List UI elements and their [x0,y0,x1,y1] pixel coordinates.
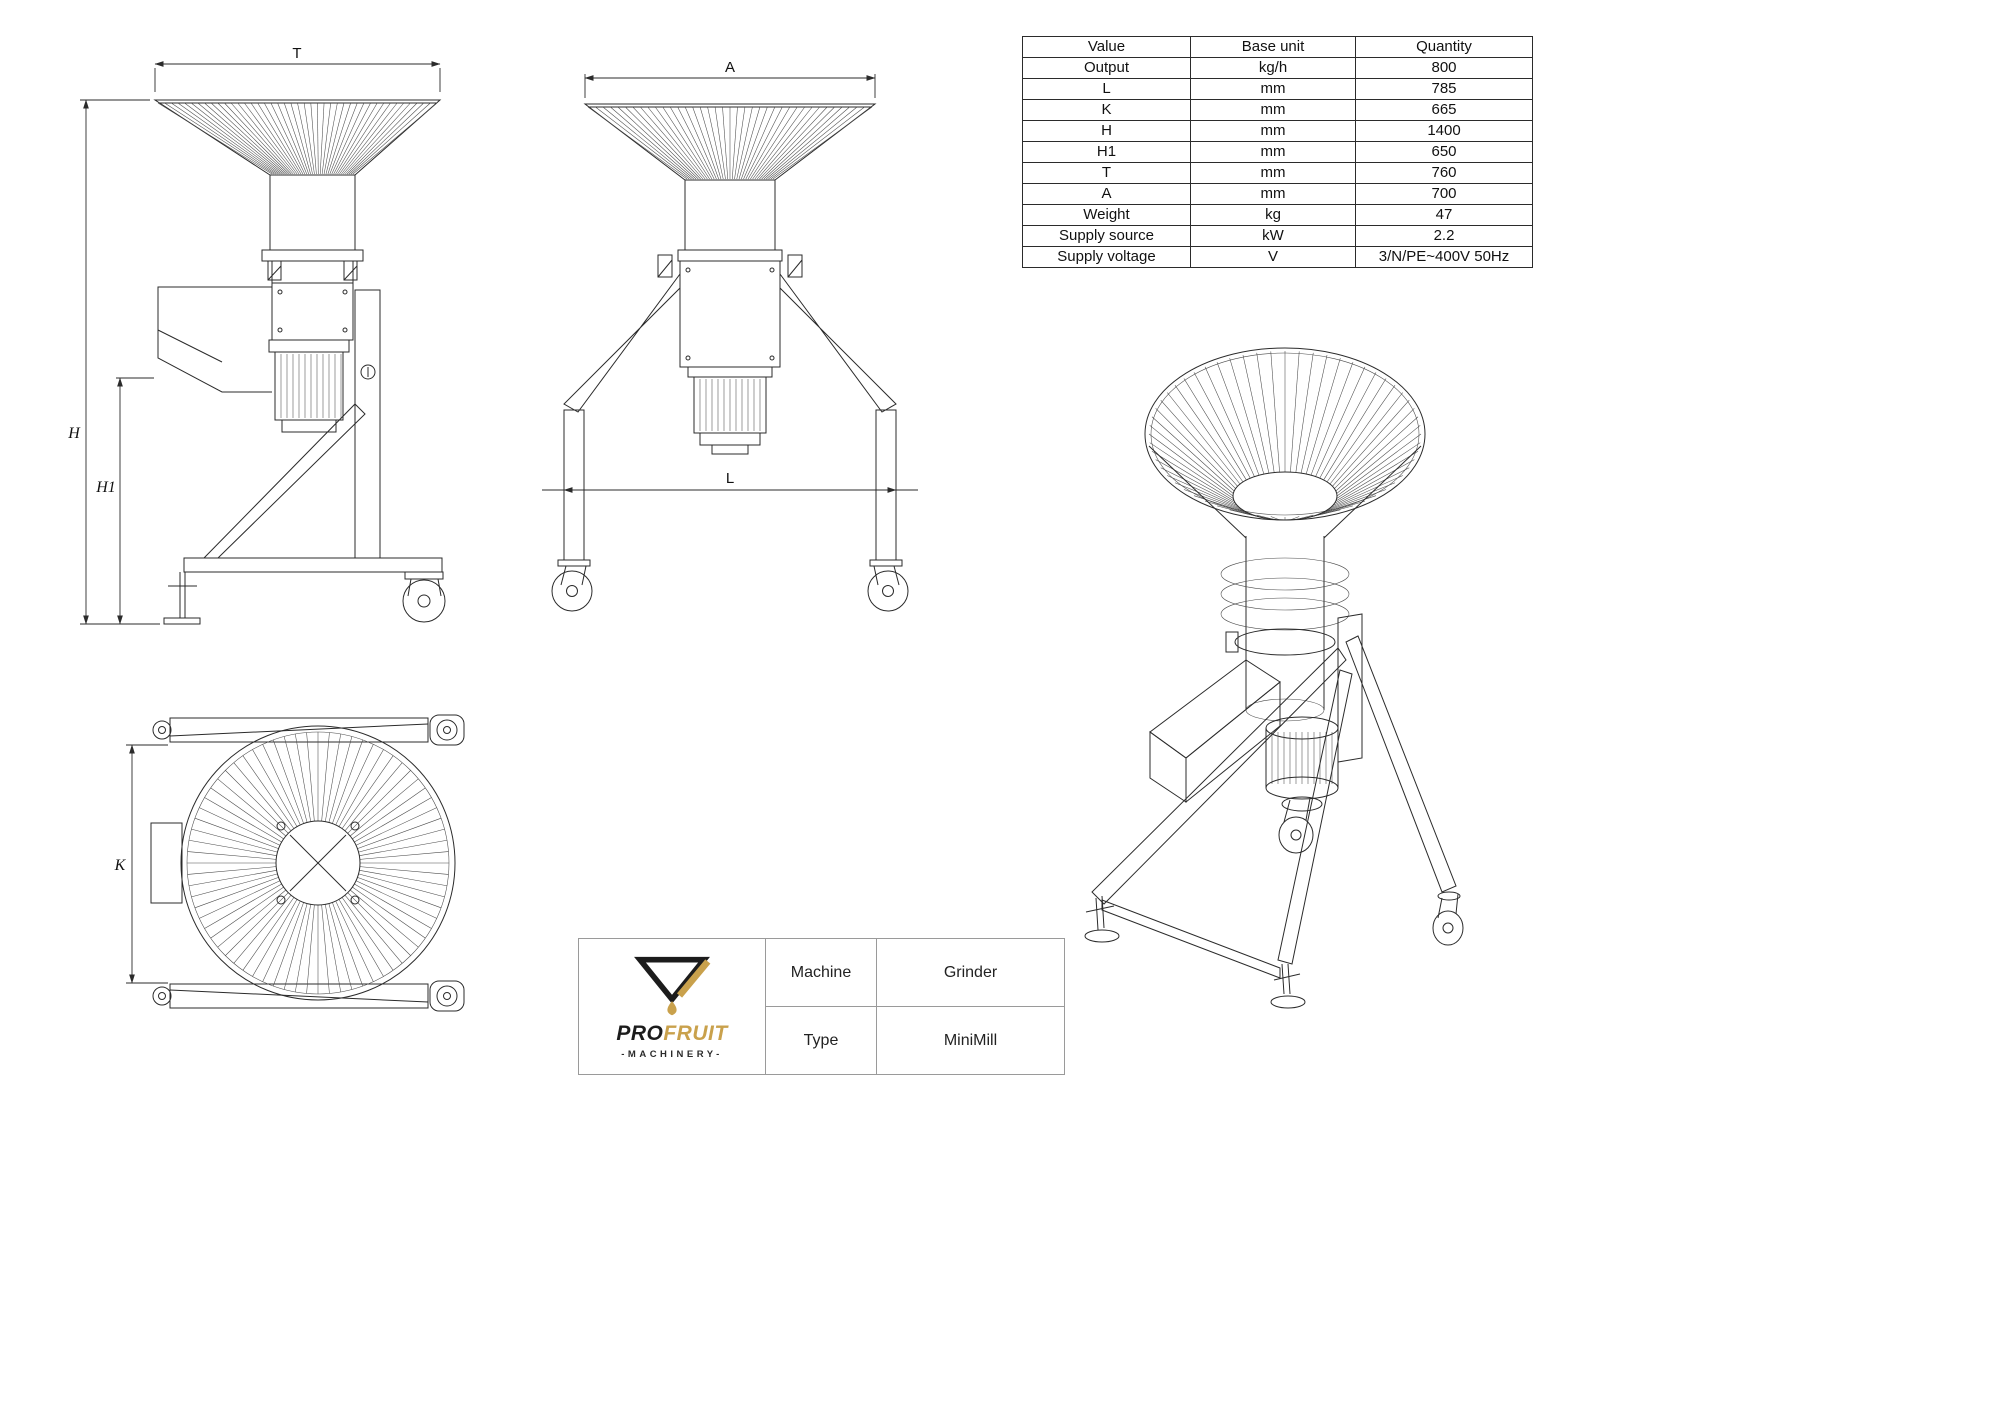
top-view-drawing: K [114,714,465,1012]
spec-header-row: Value Base unit Quantity [1022,36,1533,58]
spec-row-supply-voltage: Supply voltage V 3/N/PE~400V 50Hz [1022,246,1533,268]
side-motor [687,366,773,455]
title-block: PROFRUIT -MACHINERY- Machine Grinder Typ… [578,938,1065,1075]
title-block-value-type: MiniMill [877,1007,1064,1074]
front-frame [183,289,443,573]
side-caster-right [867,565,909,612]
iso-legs [1091,635,1457,979]
top-frame-bar-upper [152,714,465,746]
top-frame-bar-lower [152,980,465,1012]
title-block-label-type: Type [766,1007,876,1074]
iso-motor [1265,716,1339,812]
front-discharge-chute [157,286,272,393]
dim-label-K: K [114,857,127,874]
dim-label-A: A [725,59,735,76]
front-caster-wheel [402,571,446,623]
spec-row-L: L mm 785 [1022,78,1533,100]
iso-hopper [1144,347,1426,539]
dim-label-H: H [67,425,81,442]
brand-machinery: -MACHINERY- [621,1048,723,1060]
dimension-A [584,74,876,98]
brand-fruit: FRUIT [663,1021,728,1045]
top-chute-outline [150,822,183,904]
dimension-K [126,744,168,984]
spec-header-value: Value [1022,36,1191,58]
iso-neck [1220,536,1350,722]
iso-frame-post [1337,613,1363,763]
front-hopper-hatching [157,102,438,175]
iso-discharge-chute [1149,659,1281,804]
iso-caster-center [1278,797,1314,854]
isometric-view-drawing [1084,347,1464,1009]
side-neck [657,180,803,278]
dim-label-T: T [292,45,301,62]
spec-row-T: T mm 760 [1022,162,1533,184]
side-legs [557,272,903,567]
side-hopper-hatching [587,106,873,180]
front-neck [269,175,356,250]
dim-label-L: L [726,470,734,487]
iso-caster-right [1432,891,1464,946]
dim-label-H1: H1 [95,479,116,496]
brand-pro: PRO [616,1021,664,1045]
dimension-T [154,61,441,92]
dimension-H1 [116,377,154,625]
spec-header-quantity: Quantity [1355,36,1533,58]
spec-row-A: A mm 700 [1022,183,1533,205]
profruit-logo-mark [634,956,711,1015]
spec-row-H: H mm 1400 [1022,120,1533,142]
iso-leveling-foot-left [1084,895,1120,943]
front-clamp-ring [261,249,364,281]
side-caster-left [551,565,593,612]
spec-row-H1: H1 mm 650 [1022,141,1533,163]
spec-row-output: Output kg/h 800 [1022,57,1533,79]
side-motor-fins [699,379,761,431]
spec-header-base-unit: Base unit [1190,36,1356,58]
front-grinder-body [271,260,354,341]
side-view-drawing: A [542,59,918,612]
logo-cell: PROFRUIT -MACHINERY- [579,939,765,1074]
front-view-drawing: T [67,45,446,625]
brand-wordmark: PROFRUIT [616,1022,727,1046]
spec-row-weight: Weight kg 47 [1022,204,1533,226]
spec-row-supply-source: Supply source kW 2.2 [1022,225,1533,247]
spec-row-K: K mm 665 [1022,99,1533,121]
spec-table: Value Base unit Quantity Output kg/h 800… [1022,36,1533,268]
title-block-value-machine: Grinder [877,939,1064,1006]
front-motor-fins [280,354,342,418]
front-motor [268,339,350,433]
title-block-label-machine: Machine [766,939,876,1006]
side-grinder-body [679,260,781,368]
iso-leveling-foot-front [1270,963,1306,1009]
front-leveling-foot [163,572,201,625]
top-hopper-circle [180,725,456,1001]
